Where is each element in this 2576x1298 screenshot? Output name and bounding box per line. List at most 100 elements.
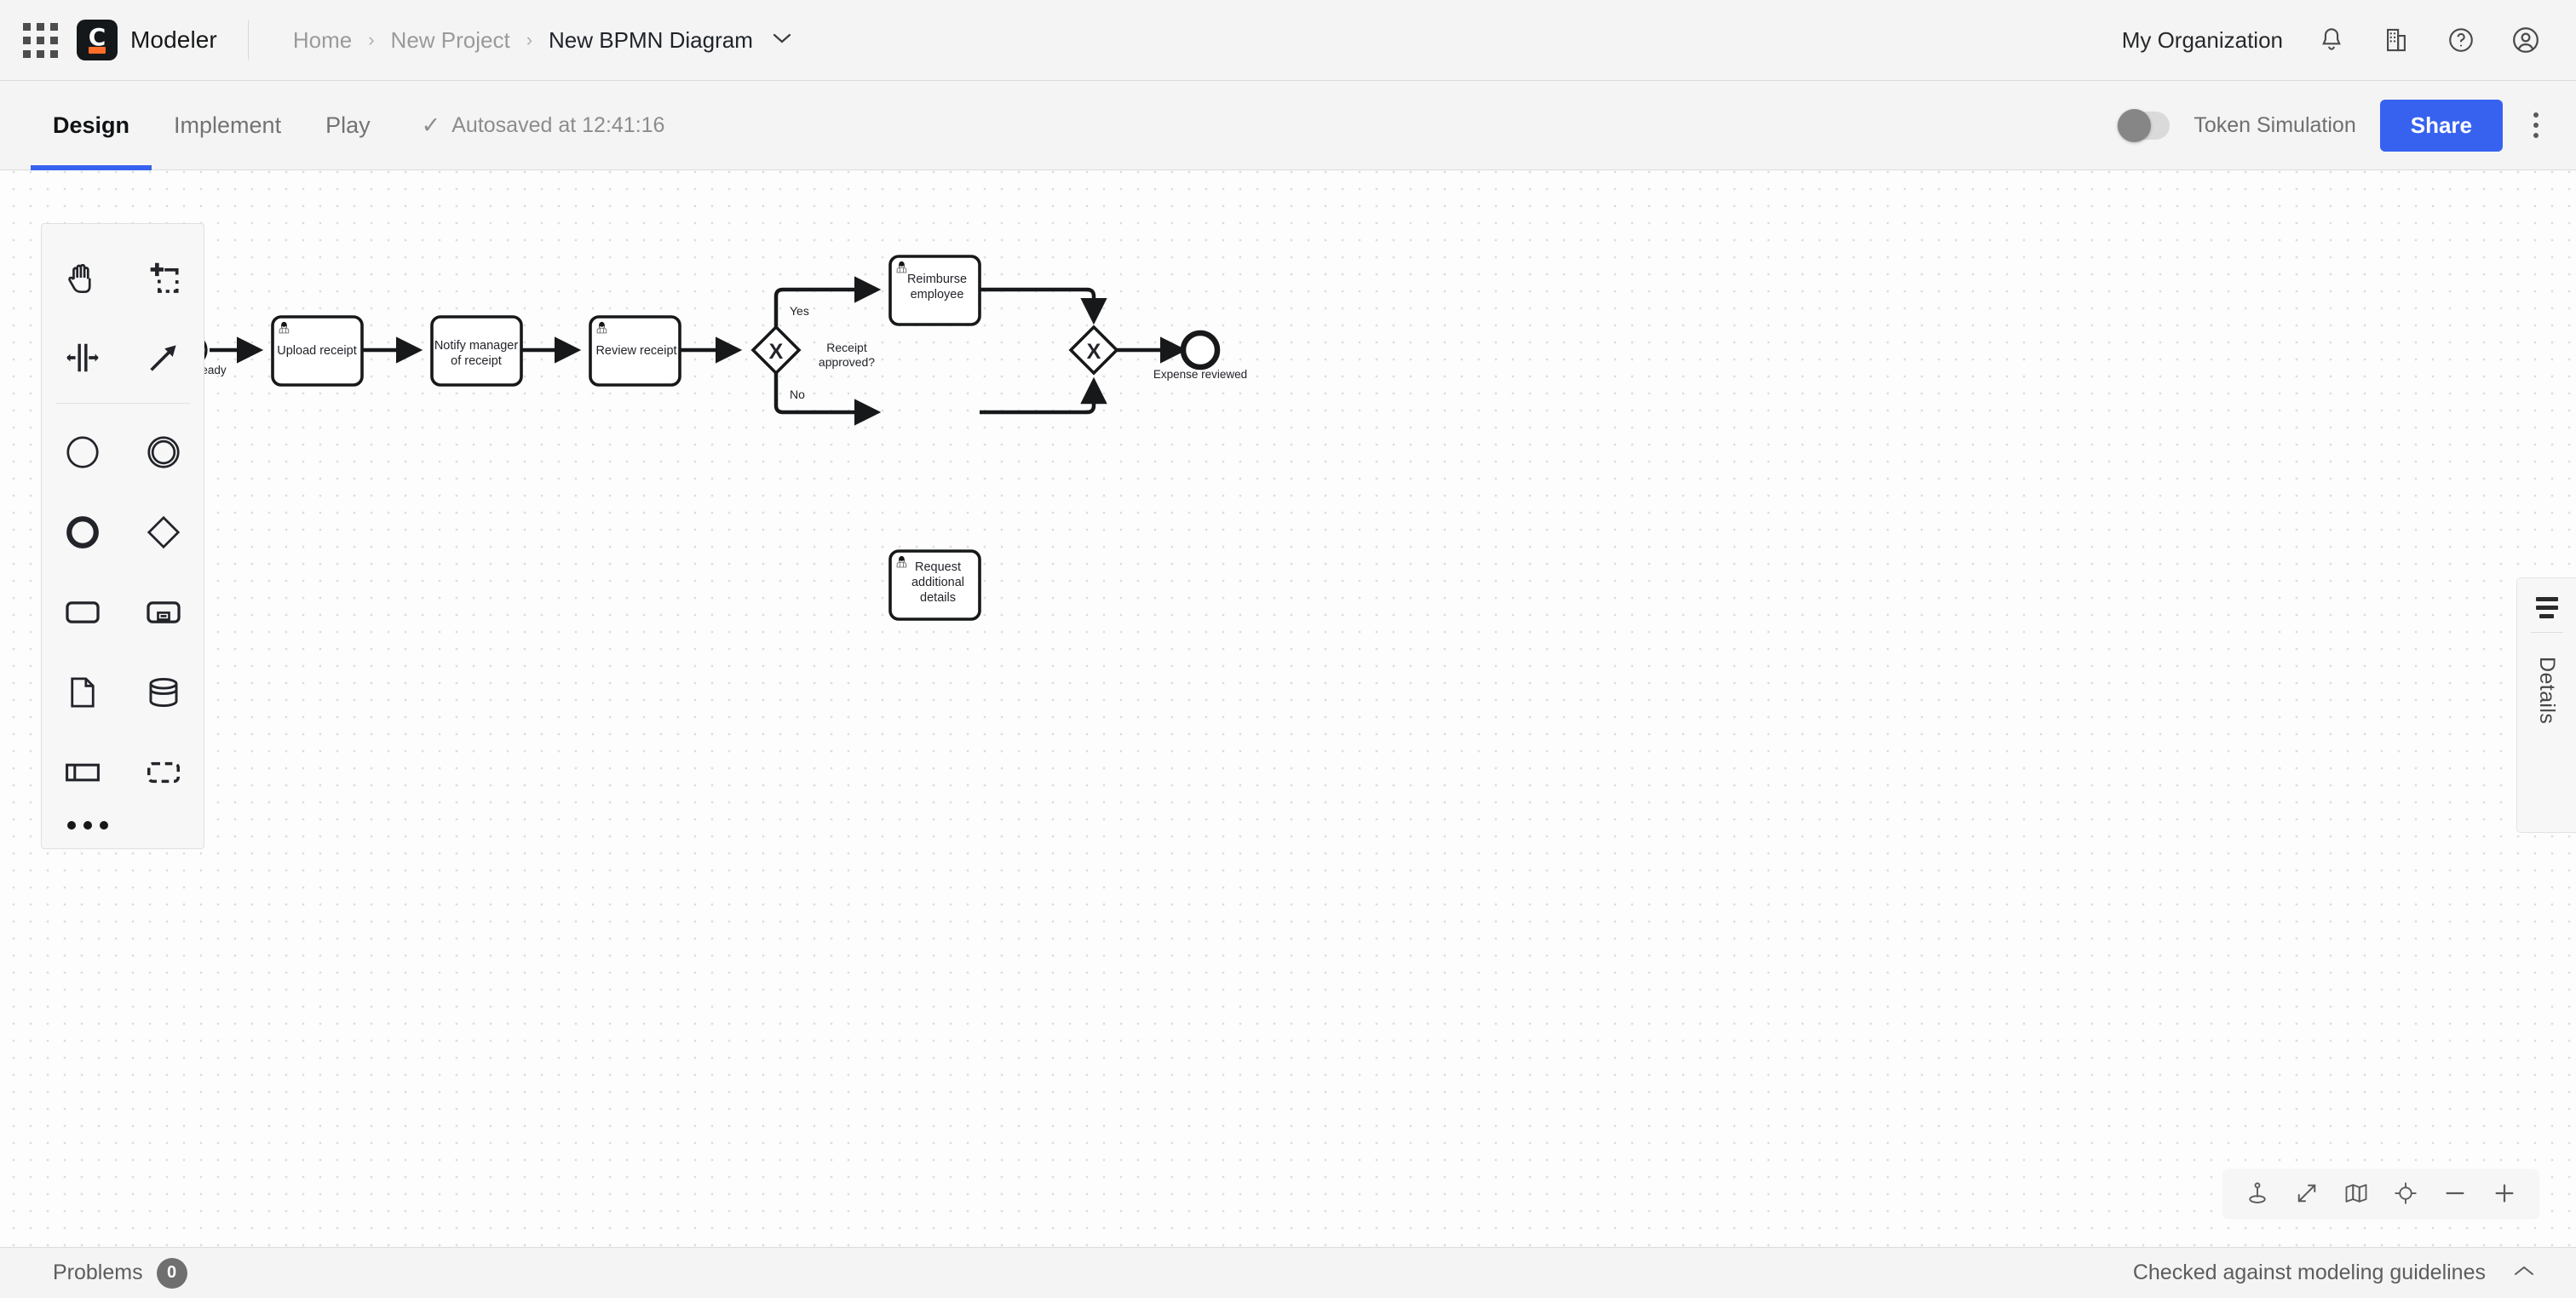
chevron-up-icon[interactable] [2511,1262,2537,1284]
zoom-in-icon[interactable] [2484,1173,2525,1214]
toolbar-actions: Token Simulation Share [2117,99,2576,152]
building-icon[interactable] [2380,24,2412,56]
tab-design[interactable]: Design [31,81,152,170]
breadcrumb-item-diagram[interactable]: New BPMN Diagram [549,26,753,53]
intermediate-event-icon[interactable] [123,412,204,492]
lasso-tool-icon[interactable] [123,238,204,318]
flow-request-to-join [980,376,1107,415]
minimap-icon[interactable] [2336,1173,2377,1214]
flow-label-no: No [790,388,805,401]
kebab-menu-icon[interactable] [2527,106,2545,145]
gateway-join[interactable]: X [1068,324,1119,376]
breadcrumb-separator: › [526,29,533,50]
more-elements-icon[interactable] [42,813,204,830]
share-button[interactable]: Share [2379,99,2503,152]
zoom-out-icon[interactable] [2435,1173,2475,1214]
task-notify-manager-label-line2: of receipt [451,354,502,368]
tab-implement-label: Implement [174,112,282,138]
sequence-flows [210,276,1187,426]
user-task-icon [279,321,290,334]
panel-bars-icon [2535,597,2558,618]
autosave-text: Autosaved at 12:41:16 [451,112,665,137]
account-icon[interactable] [2510,24,2542,56]
gateway-label-line1: Receipt [826,341,867,354]
token-simulation-label: Token Simulation [2194,112,2356,137]
task-reimburse-employee-label-line1: Reimburse [907,273,967,286]
participant-icon[interactable] [42,732,123,813]
task-review-receipt-label: Review receipt [595,344,676,358]
guidelines-status-text: Checked against modeling guidelines [2132,1261,2486,1284]
bpmn-diagram: Receipt ready Upload receipt Notify mana… [155,255,1247,621]
help-icon[interactable] [2445,24,2477,56]
data-object-icon[interactable] [42,652,123,732]
fit-viewport-icon[interactable] [2286,1173,2327,1214]
header-divider [247,20,249,60]
palette-elements [42,412,204,813]
task-icon[interactable] [42,572,123,652]
task-request-label-line1: Request [915,560,961,574]
task-notify-manager[interactable]: Notify manager of receipt [430,315,523,387]
task-request-label-line3: details [920,591,956,605]
editor-tabs: Design Implement Play [0,81,393,170]
tab-implement[interactable]: Implement [152,81,303,170]
autosave-status: ✓ Autosaved at 12:41:16 [422,112,665,139]
gateway-receipt-approved[interactable]: X Receipt approved? [750,324,875,376]
toggle-knob [2118,108,2152,142]
problems-label: Problems [53,1261,143,1284]
app-header: C Modeler Home › New Project › New BPMN … [0,0,2576,81]
apps-grid-icon[interactable] [15,15,65,65]
palette-tools [42,238,204,398]
end-event-icon[interactable] [42,492,123,572]
bpmn-canvas[interactable]: Receipt ready Upload receipt Notify mana… [0,170,2576,1247]
brand[interactable]: C Modeler [77,20,217,60]
task-notify-manager-label-line1: Notify manager [434,339,518,353]
task-request-label-line2: additional [911,576,964,589]
flow-label-yes: Yes [790,304,809,318]
space-tool-icon[interactable] [42,318,123,398]
task-reimburse-employee[interactable]: Reimburse employee [888,255,981,326]
reset-zoom-icon[interactable] [2385,1173,2426,1214]
brand-name: Modeler [130,26,217,53]
subprocess-icon[interactable] [123,572,204,652]
details-panel-toggle[interactable]: Details [2516,577,2576,833]
end-event-label: Expense reviewed [1153,368,1247,381]
task-upload-receipt[interactable]: Upload receipt [271,315,364,387]
header-actions: My Organization [2122,24,2576,56]
flow-gateway-no [773,373,882,426]
flow-gateway-yes [773,276,882,328]
gateway-icon[interactable] [123,492,204,572]
organization-name[interactable]: My Organization [2121,26,2283,53]
details-panel-label: Details [2535,657,2559,725]
tab-play[interactable]: Play [303,81,393,170]
problems-count-badge: 0 [156,1257,187,1289]
hand-tool-icon[interactable] [42,238,123,318]
chevron-down-icon[interactable] [773,31,791,49]
task-review-receipt[interactable]: Review receipt [589,315,681,387]
camunda-logo-icon: C [77,20,118,60]
group-icon[interactable] [123,732,204,813]
gateway-marker: X [1087,340,1101,364]
palette-divider [55,403,190,404]
user-task-icon [596,321,607,334]
tab-design-label: Design [53,112,130,138]
anchor-icon[interactable] [2237,1173,2278,1214]
task-request-additional-details[interactable]: Request additional details [888,549,981,621]
element-palette [41,223,204,849]
task-reimburse-employee-label-line2: employee [911,288,964,302]
bell-icon[interactable] [2315,24,2348,56]
gateway-label-line2: approved? [819,355,875,369]
breadcrumb-item-project[interactable]: New Project [390,26,510,53]
start-event-icon[interactable] [42,412,123,492]
connect-tool-icon[interactable] [123,318,204,398]
data-store-icon[interactable] [123,652,204,732]
token-simulation-toggle[interactable] [2117,108,2171,142]
end-event[interactable]: Expense reviewed [1153,330,1247,381]
status-bar: Problems 0 Checked against modeling guid… [0,1247,2576,1298]
problems-panel-toggle[interactable]: Problems 0 [53,1257,187,1289]
user-task-icon [896,555,907,568]
zoom-controls [2223,1169,2539,1217]
breadcrumb-item-home[interactable]: Home [292,26,353,53]
tab-play-label: Play [325,112,371,138]
flow-reimburse-to-join [980,287,1107,325]
